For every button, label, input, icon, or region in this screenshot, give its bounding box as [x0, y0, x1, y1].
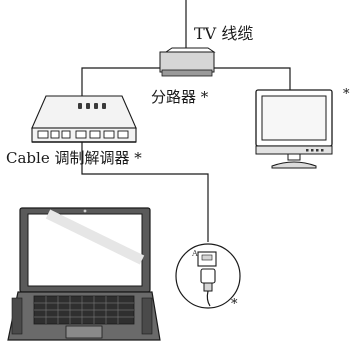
splitter-label: 分路器 *: [151, 88, 209, 106]
cable-modem-icon: [31, 95, 137, 143]
splitter-to-monitor-line: [214, 67, 291, 90]
monitor-icon: [255, 89, 333, 169]
cable-modem-label: Cable 调制解调器 *: [6, 149, 142, 167]
splitter-icon: [159, 47, 216, 77]
connection-lines: [81, 0, 291, 242]
splitter-to-modem-line: [81, 67, 160, 96]
modem-to-laptop-line: [81, 142, 209, 242]
coax-port-detail-icon: [175, 243, 241, 309]
laptop-icon: [7, 207, 161, 341]
monitor-optional-mark: *: [343, 87, 350, 102]
port-mark-label: A: [192, 249, 198, 258]
cable-optional-mark: *: [231, 297, 238, 312]
tv-cable-label: TV 线缆: [194, 24, 254, 43]
